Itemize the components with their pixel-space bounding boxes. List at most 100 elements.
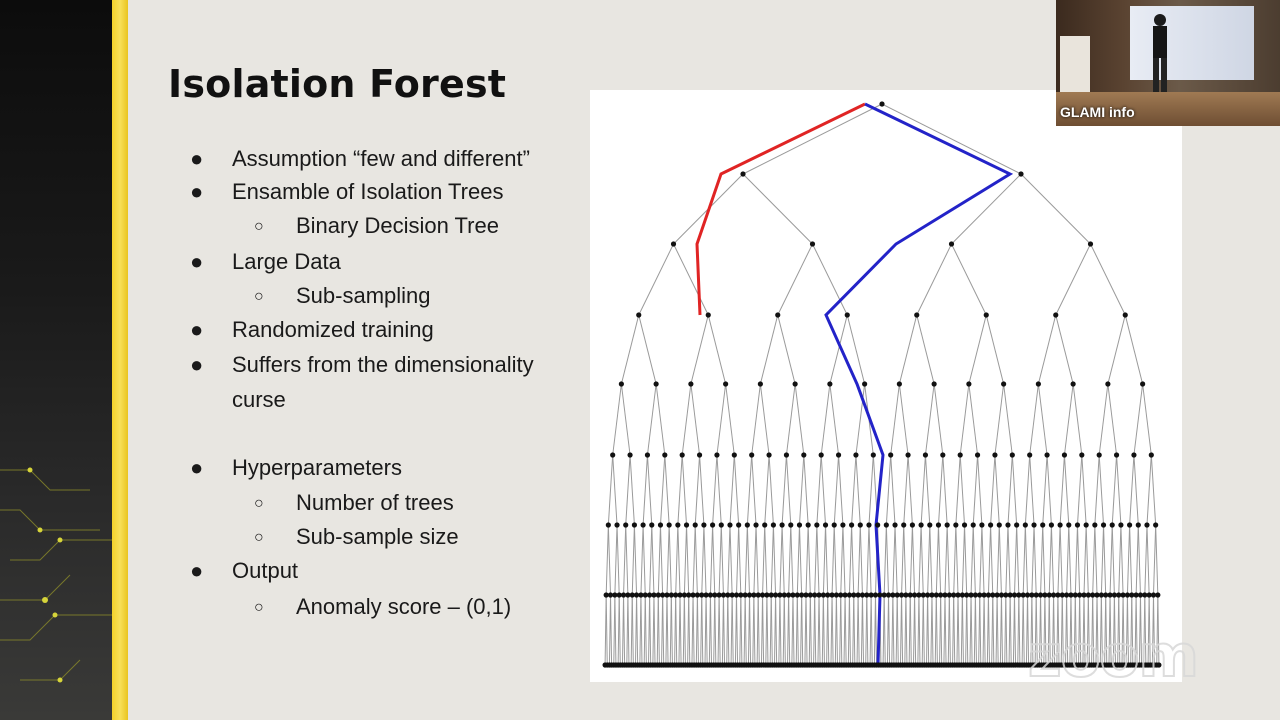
tree-edge bbox=[1044, 594, 1047, 666]
tree-edge bbox=[790, 524, 794, 596]
tree-edge bbox=[857, 524, 861, 596]
tree-edge bbox=[905, 594, 908, 666]
tree-edge bbox=[968, 314, 987, 385]
tree-edge bbox=[668, 524, 672, 596]
tree-edge bbox=[1031, 594, 1034, 666]
tree-edge bbox=[1142, 383, 1152, 456]
tree-edge bbox=[853, 594, 856, 666]
tree-edge bbox=[918, 524, 922, 596]
tree-edge bbox=[718, 524, 722, 596]
tree-node bbox=[994, 592, 1000, 598]
tree-edge bbox=[716, 383, 727, 456]
tree-edge bbox=[805, 524, 809, 596]
tree-edge bbox=[675, 524, 679, 596]
tree-node bbox=[944, 522, 950, 528]
tree-node bbox=[616, 592, 622, 598]
tree-edge bbox=[979, 594, 982, 666]
tree-node bbox=[744, 522, 750, 528]
tree-node bbox=[1109, 522, 1115, 528]
zoom-watermark: zoom bbox=[1027, 621, 1200, 691]
participant-video[interactable]: GLAMI info bbox=[1056, 0, 1280, 126]
tree-node bbox=[670, 241, 677, 247]
tree-edge bbox=[1152, 524, 1157, 596]
tree-node bbox=[757, 381, 763, 387]
tree-node bbox=[718, 522, 724, 528]
tree-edge bbox=[1048, 524, 1052, 596]
tree-edge bbox=[1152, 594, 1156, 666]
tree-edge bbox=[918, 594, 921, 666]
tree-edge bbox=[625, 454, 631, 526]
tree-node bbox=[738, 592, 744, 598]
tree-node bbox=[1050, 592, 1057, 598]
tree-node bbox=[898, 592, 905, 598]
tree-edge bbox=[957, 594, 960, 666]
tree-node bbox=[712, 592, 718, 598]
tree-node bbox=[781, 592, 787, 598]
tree-node bbox=[1040, 522, 1046, 528]
tree-edge bbox=[1122, 594, 1125, 666]
tree-node bbox=[1126, 522, 1133, 528]
tree-edge bbox=[866, 594, 869, 666]
tree-edge bbox=[625, 524, 629, 596]
tree-edge bbox=[677, 454, 683, 526]
tree-edge bbox=[827, 594, 830, 666]
tree-edge bbox=[961, 524, 966, 596]
tree-edge bbox=[798, 454, 805, 526]
tree-edge bbox=[1094, 454, 1100, 526]
tree-node bbox=[951, 592, 957, 598]
tree-edge bbox=[1109, 524, 1113, 596]
tree-edge bbox=[718, 594, 721, 666]
tree-edge bbox=[807, 524, 811, 596]
tree-edge bbox=[612, 383, 622, 456]
tree-edge bbox=[1083, 524, 1087, 596]
tree-edge bbox=[666, 594, 669, 666]
tree-edge bbox=[920, 524, 924, 596]
tree-edge bbox=[940, 594, 943, 666]
tree-edge bbox=[709, 594, 713, 666]
tree-node bbox=[625, 592, 631, 598]
tree-edge bbox=[610, 594, 613, 666]
tree-edge bbox=[1118, 594, 1121, 666]
tree-node bbox=[1100, 522, 1107, 528]
tree-node bbox=[725, 592, 731, 598]
tree-node bbox=[679, 452, 685, 458]
tree-node bbox=[866, 522, 872, 528]
tree-edge bbox=[927, 594, 930, 666]
tree-edge bbox=[818, 594, 821, 666]
tree-node bbox=[1122, 312, 1128, 318]
tree-node bbox=[772, 592, 779, 598]
tree-edge bbox=[851, 524, 855, 596]
tree-node bbox=[1005, 522, 1011, 528]
tree-node bbox=[631, 522, 638, 528]
tree-edge bbox=[1016, 524, 1020, 596]
tree-edge bbox=[729, 454, 735, 526]
tree-node bbox=[890, 592, 896, 598]
tree-edge bbox=[638, 243, 674, 316]
tree-node bbox=[1014, 522, 1020, 528]
tree-edge bbox=[1050, 524, 1055, 596]
tree-node bbox=[877, 592, 883, 598]
tree-node bbox=[909, 522, 916, 528]
tree-edge bbox=[890, 383, 900, 456]
tree-edge bbox=[735, 594, 739, 666]
tree-node bbox=[1111, 592, 1117, 598]
tree-edge bbox=[929, 524, 933, 596]
tree-edge bbox=[638, 314, 657, 385]
bullet-text: Randomized training bbox=[232, 317, 434, 342]
tree-edge bbox=[694, 524, 698, 596]
tree-node bbox=[901, 522, 907, 528]
tree-node bbox=[805, 522, 811, 528]
tree-edge bbox=[675, 594, 678, 666]
tree-node bbox=[620, 592, 627, 598]
tree-edge bbox=[662, 594, 665, 666]
tree-node bbox=[727, 522, 733, 528]
tree-edge bbox=[1129, 454, 1135, 526]
tree-edge bbox=[994, 454, 1000, 526]
tree-edge bbox=[740, 594, 743, 666]
tree-edge bbox=[1061, 594, 1064, 666]
tree-edge bbox=[868, 454, 874, 526]
tree-edge bbox=[1146, 454, 1152, 526]
tree-edge bbox=[759, 314, 779, 385]
tree-node bbox=[807, 592, 813, 598]
tree-node bbox=[825, 592, 831, 598]
